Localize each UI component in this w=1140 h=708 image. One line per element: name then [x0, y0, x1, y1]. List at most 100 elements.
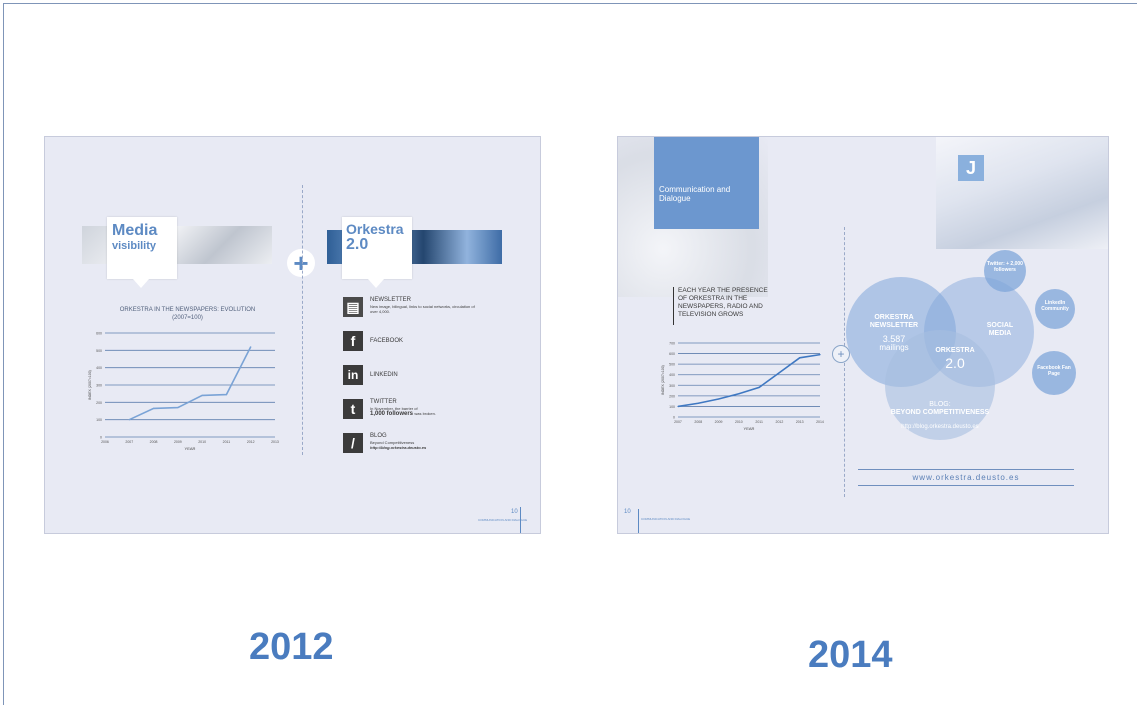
y-tick-label: 200 — [669, 394, 675, 398]
section-title-box — [654, 137, 759, 229]
orkestra-callout: Orkestra 2.0 — [342, 217, 412, 288]
website-rule-bottom — [858, 485, 1074, 486]
data-point — [201, 394, 203, 396]
twitter-circle — [984, 250, 1026, 292]
y-tick-label: 0 — [673, 416, 675, 420]
orkestra-logo-icon: J — [958, 155, 984, 181]
y-tick-label: 300 — [96, 384, 102, 388]
twitter-desc: In November, the barrier of — [370, 406, 418, 411]
twitter-icon[interactable]: t — [343, 399, 363, 419]
footer-page-number: 10 — [511, 509, 518, 515]
divider — [302, 185, 303, 455]
x-tick-label: 2012 — [247, 440, 255, 444]
website-link[interactable]: www.orkestra.deusto.es — [912, 473, 1020, 482]
newsletter-count: 3.587 — [882, 334, 906, 344]
x-axis-label: YEAR — [185, 446, 196, 451]
x-tick-label: 2014 — [816, 420, 824, 424]
blog-title: BLOG: — [929, 401, 951, 408]
data-point — [225, 393, 228, 396]
y-tick-label: 400 — [96, 366, 102, 370]
blog-desc: Beyond Competitiveness — [370, 440, 415, 445]
y-tick-label: 600 — [669, 352, 675, 356]
screenshot-image — [936, 137, 1108, 249]
report-page-2012: Media visibility + Orkestra 2.0 ORKESTRA… — [44, 136, 541, 534]
x-tick-label: 2013 — [796, 420, 804, 424]
y-tick-label: 700 — [669, 342, 675, 346]
social-media-title: SOCIAL MEDIA — [986, 322, 1014, 337]
series-line — [677, 353, 821, 408]
data-point — [128, 419, 130, 421]
intro-rule — [673, 287, 674, 325]
blog-url: http://blog.orkestra.deusto.es — [370, 445, 427, 450]
x-tick-label: 2009 — [715, 420, 723, 424]
y-tick-label: 0 — [100, 436, 102, 440]
data-point — [717, 398, 720, 400]
data-point — [177, 406, 179, 409]
linkedin-text: LinkedIn Community — [1041, 300, 1069, 312]
newsletter-label: NEWSLETTER — [370, 297, 412, 303]
newsletter-title: ORKESTRA NEWSLETTER — [869, 314, 919, 329]
newsletter-desc: New image, bilingual, links to social ne… — [370, 304, 475, 314]
y-tick-label: 100 — [669, 405, 675, 409]
y-tick-label: 600 — [96, 332, 102, 336]
facebook-icon[interactable]: f — [343, 331, 363, 351]
footer-page-number: 10 — [624, 509, 631, 515]
chart-subtitle: (2007=100) — [172, 315, 203, 321]
data-point — [758, 386, 760, 388]
twitter-text: Twitter: + 2,000 followers — [987, 261, 1023, 273]
orkestra-version: 2.0 — [346, 236, 369, 253]
y-axis-label: INDEX (2007=100) — [88, 370, 92, 400]
year-label-left: 2012 — [249, 626, 334, 668]
blog-url: http://blog.orkestra.deusto.es — [901, 424, 979, 430]
data-point — [819, 354, 821, 356]
data-point — [778, 372, 781, 374]
x-tick-label: 2011 — [223, 440, 231, 444]
twitter-desc-bold: 1,000 followers was broken. — [370, 411, 436, 417]
y-tick-label: 300 — [669, 384, 675, 388]
series-line — [128, 346, 252, 421]
data-point — [250, 346, 252, 348]
report-page-2014: Communication and Dialogue J EACH YEAR T… — [617, 136, 1109, 534]
x-tick-label: 2010 — [735, 420, 743, 424]
x-tick-label: 2010 — [198, 440, 206, 444]
footer-text: COMMUNICATION AND DIALOGUE — [641, 517, 691, 521]
linkedin-icon[interactable]: in — [343, 365, 363, 385]
facebook-text: Facebook Fan Page — [1037, 365, 1071, 377]
footer-text: COMMUNICATION AND DIALOGUE — [478, 518, 528, 522]
linkedin-circle — [1035, 289, 1075, 329]
intro-text: EACH YEAR THE PRESENCE OF ORKESTRA IN TH… — [678, 287, 768, 318]
y-tick-label: 200 — [96, 401, 102, 405]
data-point — [152, 407, 155, 409]
facebook-label: FACEBOOK — [370, 338, 404, 344]
y-tick-label: 400 — [669, 373, 675, 377]
blog-label: BLOG — [370, 433, 387, 439]
media-title: Media — [112, 222, 158, 239]
section-title: Communication and Dialogue — [659, 185, 731, 203]
y-axis-label: INDEX (2007=100) — [661, 365, 665, 395]
y-tick-label: 100 — [96, 418, 102, 422]
plus-icon: + — [832, 345, 850, 363]
x-tick-label: 2009 — [174, 440, 182, 444]
x-tick-label: 2008 — [694, 420, 702, 424]
x-tick-label: 2007 — [674, 420, 682, 424]
x-tick-label: 2011 — [755, 420, 763, 424]
x-tick-label: 2013 — [271, 440, 279, 444]
facebook-circle — [1032, 351, 1076, 395]
blog-icon[interactable]: / — [343, 433, 363, 453]
media-subtitle: visibility — [112, 240, 157, 252]
blog-circle — [885, 330, 995, 440]
newsletter-unit: mailings — [879, 343, 909, 352]
newsletter-icon[interactable]: ▤ — [343, 297, 363, 317]
slide-frame — [3, 3, 1137, 705]
x-tick-label: 2007 — [125, 440, 133, 444]
x-tick-label: 2008 — [150, 440, 158, 444]
plus-icon: + — [287, 249, 315, 277]
twitter-label: TWITTER — [370, 399, 397, 405]
footer-rule — [638, 509, 639, 533]
media-visibility-callout: Media visibility — [107, 217, 177, 288]
footer-rule — [520, 507, 521, 533]
chart-title: ORKESTRA IN THE NEWSPAPERS: EVOLUTION — [119, 307, 256, 313]
x-tick-label: 2012 — [776, 420, 784, 424]
data-point — [697, 402, 699, 404]
